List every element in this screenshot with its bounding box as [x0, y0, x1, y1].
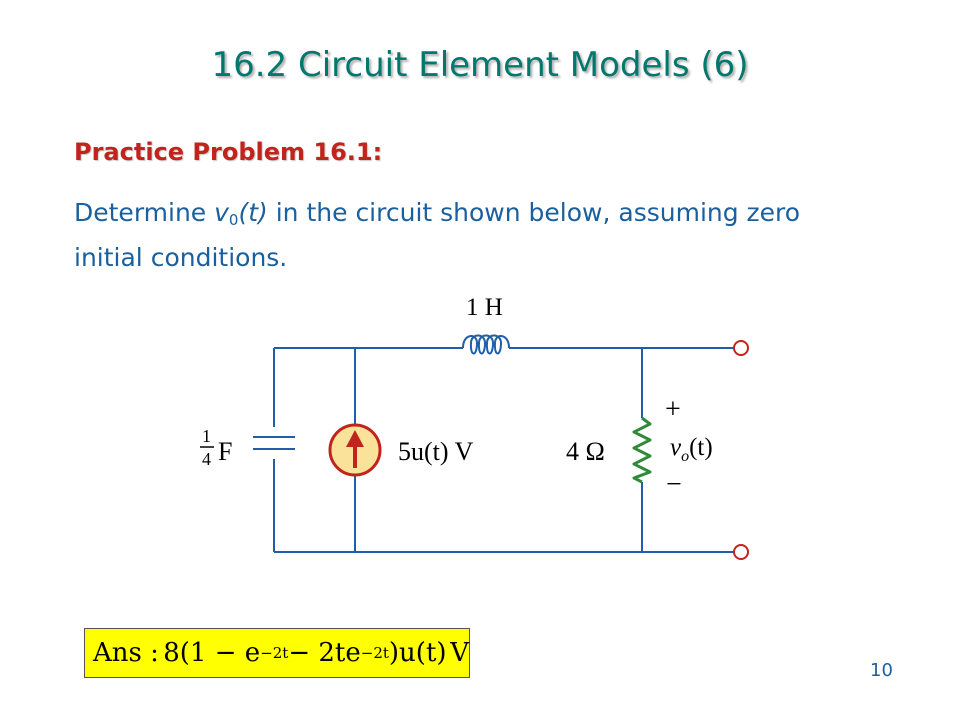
answer-prefix: Ans : — [93, 638, 159, 668]
answer-exp2: −2t — [360, 644, 389, 662]
output-var: v — [670, 434, 682, 461]
circuit-diagram: 1 H 1 4 F 5u(t) V 4 Ω + − vo(t) — [200, 294, 749, 560]
problem-heading: Practice Problem 16.1: — [74, 138, 383, 166]
resistor-label: 4 Ω — [566, 437, 605, 466]
answer-box: Ans : 8(1 − e−2t − 2te−2t)u(t) V — [84, 628, 470, 678]
source-label: 5u(t) V — [398, 437, 474, 466]
problem-var: v — [214, 198, 229, 227]
minus-sign: − — [666, 469, 682, 500]
bottom-terminal — [733, 544, 749, 560]
output-voltage-label: vo(t) — [670, 434, 713, 465]
answer-exp1: −2t — [260, 644, 289, 662]
page-number: 10 — [870, 660, 893, 681]
output-arg: (t) — [689, 434, 713, 461]
answer-part2: − 2te — [288, 638, 361, 668]
problem-var-arg: (t) — [238, 198, 268, 227]
problem-var-sub: 0 — [228, 211, 239, 229]
plus-sign: + — [665, 394, 681, 425]
problem-text-before: Determine — [74, 198, 215, 227]
source-arrow-head — [346, 430, 364, 447]
answer-unit: V — [450, 638, 469, 668]
problem-text-after: in the circuit shown below, assuming zer… — [74, 198, 801, 272]
top-terminal — [733, 340, 749, 356]
inductor-label: 1 H — [466, 294, 503, 321]
answer-part1: 8(1 − e — [163, 638, 261, 668]
inductor-coil — [462, 334, 510, 355]
capacitor-numerator: 1 — [202, 426, 211, 446]
capacitor-denominator: 4 — [202, 449, 211, 469]
answer-part3: )u(t) — [388, 638, 447, 668]
resistor-zigzag — [632, 416, 652, 484]
output-sub: o — [681, 448, 689, 465]
problem-statement: Determine v0(t) in the circuit shown bel… — [74, 194, 854, 277]
slide-title: 16.2 Circuit Element Models (6) — [211, 45, 749, 85]
capacitor-unit: F — [218, 437, 232, 466]
